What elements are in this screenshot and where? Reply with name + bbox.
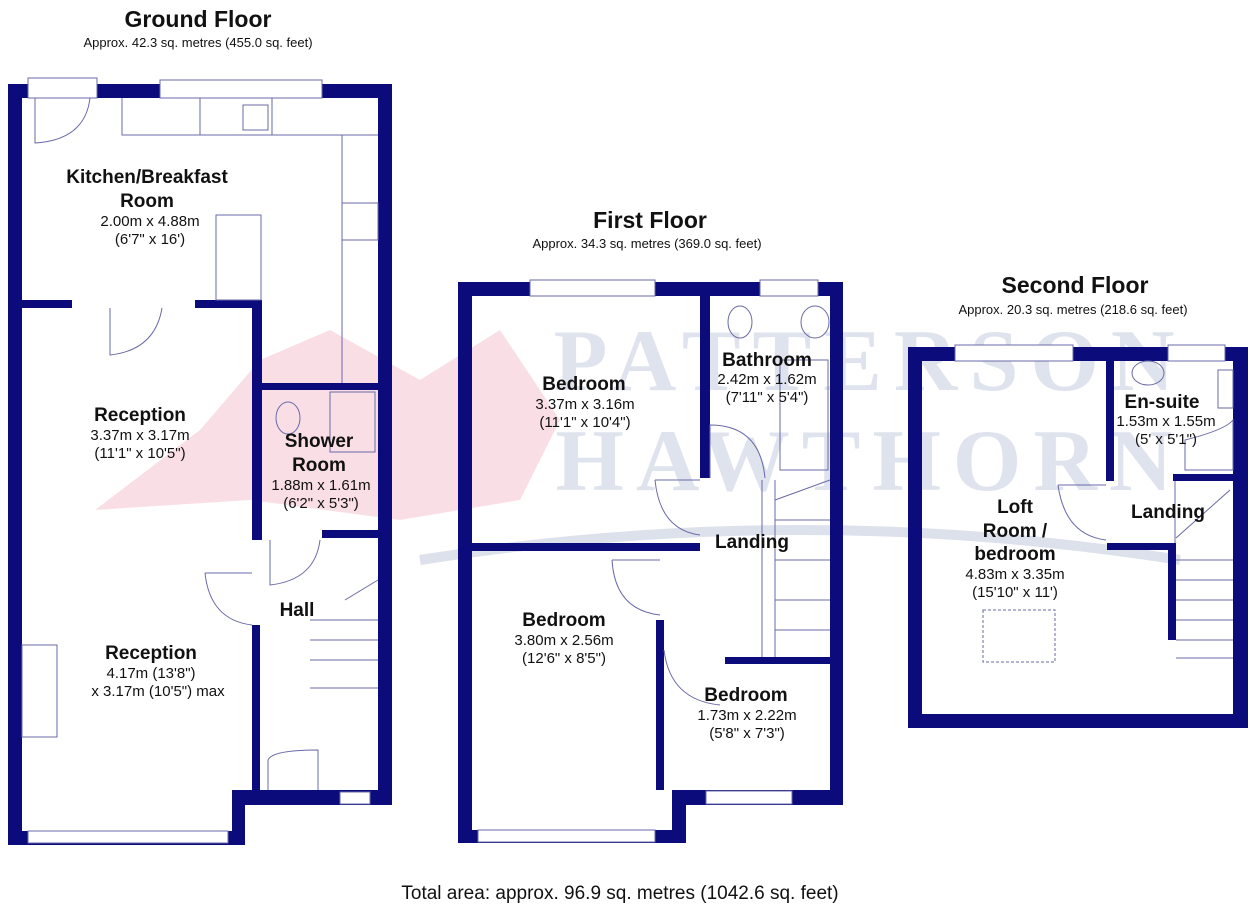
door-swing [269, 539, 321, 586]
room-name: En-suite [1125, 392, 1200, 413]
room-dims: (11'1" x 10'4") [539, 414, 630, 431]
room-dims: (11'1" x 10'5") [94, 445, 185, 462]
room-dims: 3.37m x 3.17m [90, 427, 189, 444]
room-name: Bedroom [522, 610, 605, 631]
toilet-icon [1217, 369, 1234, 409]
room-dims: (15'10" x 11') [972, 584, 1058, 601]
door-swing [109, 307, 163, 356]
kitchen-worktops [121, 98, 378, 383]
window [339, 791, 371, 805]
room-dims: 1.53m x 1.55m [1116, 413, 1215, 430]
fireplace [21, 644, 58, 738]
first-floor-area: Approx. 34.3 sq. metres (369.0 sq. feet) [532, 236, 761, 251]
second-floor-title: Second Floor [1002, 272, 1149, 298]
first-floor-fixtures [477, 279, 831, 843]
room-dims: 2.42m x 1.62m [717, 371, 816, 388]
door-swing [663, 649, 721, 706]
watermark-text-2: HAWTHORN [556, 413, 1185, 510]
basin-icon [1131, 360, 1165, 386]
room-name: Landing [715, 532, 789, 553]
ground-floor-labels: Kitchen/Breakfast Room 2.00m x 4.88m (6'… [66, 167, 370, 700]
door-swing [654, 479, 701, 536]
room-name: Loft [997, 497, 1034, 518]
total-area: Total area: approx. 96.9 sq. metres (104… [401, 883, 838, 904]
room-name: Reception [105, 643, 197, 664]
door-swing [611, 559, 661, 616]
second-floor-labels: En-suite 1.53m x 1.55m (5' x 5'1") Landi… [965, 392, 1215, 601]
window [477, 829, 656, 843]
room-name: Room [120, 191, 174, 212]
staircase [1174, 481, 1233, 659]
watermark-shape [95, 330, 560, 520]
window [1167, 344, 1226, 362]
bath-icon [779, 359, 829, 471]
hob-icon [341, 202, 379, 241]
shower-tray-icon [329, 391, 376, 453]
room-name: Kitchen/Breakfast [66, 167, 228, 188]
window [529, 279, 656, 297]
loft-hatch [982, 609, 1056, 663]
window [159, 79, 323, 99]
room-name: Room [292, 455, 346, 476]
door-swing [34, 97, 91, 144]
room-dims: (6'2" x 5'3") [283, 495, 359, 512]
toilet-icon [275, 401, 301, 435]
room-name: Shower [285, 431, 354, 452]
toilet-icon [727, 305, 753, 339]
second-floor-walls [908, 347, 1248, 728]
room-dims: 4.17m (13'8") [106, 665, 195, 682]
first-floor-walls [458, 282, 843, 843]
second-floor-area: Approx. 20.3 sq. metres (218.6 sq. feet) [958, 302, 1187, 317]
first-floor-title: First Floor [593, 207, 707, 233]
door-swing [1057, 484, 1107, 541]
basin-icon [800, 305, 830, 339]
room-dims: 4.83m x 3.35m [965, 566, 1064, 583]
staircase [761, 479, 831, 657]
room-dims: 2.00m x 4.88m [100, 213, 199, 230]
shower-icon [1184, 418, 1234, 471]
first-floor-labels: Bedroom 3.37m x 3.16m (11'1" x 10'4") Ba… [514, 350, 816, 742]
watermark-logo: PATTERSON HAWTHORN [95, 313, 1187, 565]
watermark-text-1: PATTERSON [554, 313, 1187, 410]
second-floor-fixtures [954, 344, 1234, 663]
door-swing [709, 424, 766, 479]
staircase [310, 579, 379, 689]
room-name: Reception [94, 405, 186, 426]
room-dims: 3.37m x 3.16m [535, 396, 634, 413]
room-name: Bedroom [542, 374, 625, 395]
door-swing [204, 572, 253, 626]
window [27, 77, 98, 99]
front-door-swing [267, 749, 319, 790]
ground-floor-area: Approx. 42.3 sq. metres (455.0 sq. feet) [83, 35, 312, 50]
room-dims: (5'8" x 7'3") [709, 725, 785, 742]
room-dims: 1.73m x 2.22m [697, 707, 796, 724]
room-dims: x 3.17m (10'5") max [91, 683, 225, 700]
room-name: Bedroom [704, 685, 787, 706]
room-dims: (7'11" x 5'4") [726, 389, 809, 406]
room-name: bedroom [974, 544, 1055, 565]
window [759, 279, 819, 297]
room-dims: (6'7" x 16') [115, 231, 185, 248]
window [705, 790, 793, 805]
room-dims: 3.80m x 2.56m [514, 632, 613, 649]
window [27, 830, 229, 844]
window [954, 344, 1074, 362]
room-dims: 1.88m x 1.61m [271, 477, 370, 494]
room-name: Hall [280, 600, 315, 621]
room-name: Bathroom [722, 350, 812, 371]
room-dims: (5' x 5'1") [1135, 431, 1197, 448]
sink-icon [242, 104, 269, 131]
ground-floor-title: Ground Floor [125, 6, 272, 32]
room-dims: (12'6" x 8'5") [522, 650, 606, 667]
room-name: Room / [983, 521, 1048, 542]
room-name: Landing [1131, 502, 1205, 523]
ground-floor-fixtures [21, 77, 379, 844]
